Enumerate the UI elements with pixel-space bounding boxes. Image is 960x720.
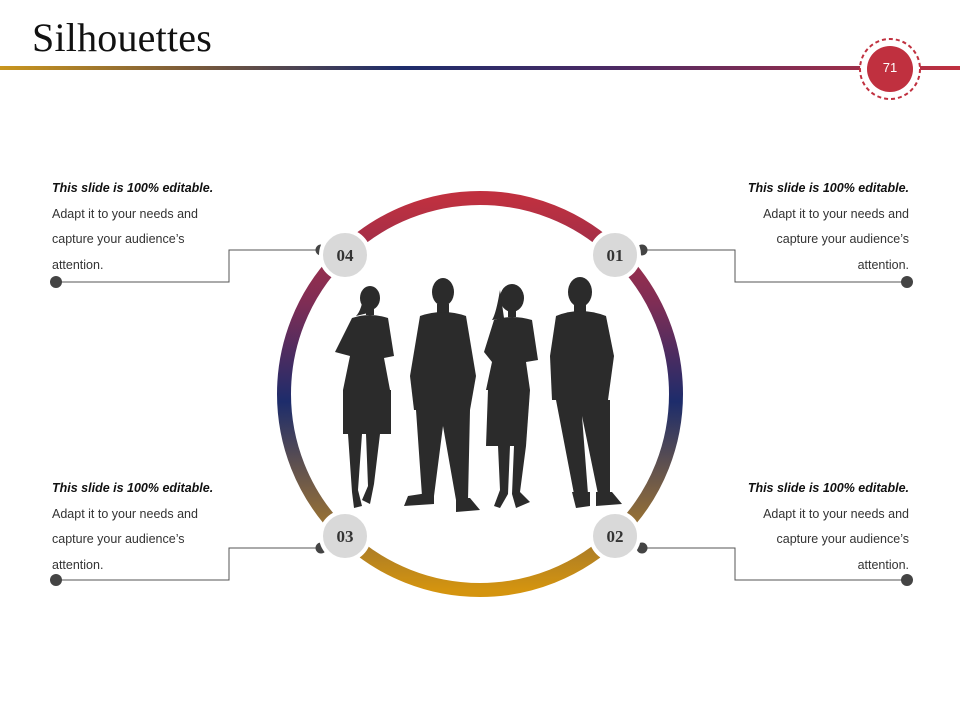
connectors [56,249,907,581]
text-heading-01: This slide is 100% editable. [747,181,909,195]
text-line: Adapt it to your needs and [52,506,198,521]
text-block-04: This slide is 100% editable. Adapt it to… [52,176,242,278]
page-number-badge [859,38,921,100]
step-marker-03: 03 [319,510,371,562]
step-marker-01: 01 [589,229,641,281]
step-marker-04: 04 [319,229,371,281]
connector-02 [642,547,907,581]
step-number-01: 01 [607,246,624,265]
text-block-01: This slide is 100% editable. Adapt it to… [719,176,909,278]
silhouette-man-right [550,277,622,508]
text-line: Adapt it to your needs and [763,206,909,221]
silhouette-man-left [404,278,480,512]
page-number: 71 [882,60,898,75]
text-heading-04: This slide is 100% editable. [52,181,214,195]
text-line: Adapt it to your needs and [763,506,909,521]
text-line: capture your audience’s [776,532,910,546]
text-heading-02: This slide is 100% editable. [747,481,909,495]
silhouette-woman-left [335,286,394,508]
slide-title: Silhouettes [32,15,212,60]
text-line: Adapt it to your needs and [52,206,198,221]
step-number-04: 04 [337,246,355,265]
text-line: attention. [857,257,909,272]
step-marker-02: 02 [589,510,641,562]
step-number-02: 02 [607,527,624,546]
connector-04 [56,249,323,283]
business-team-silhouette-icon [335,277,622,512]
silhouette-woman-right [484,284,538,508]
text-line: capture your audience’s [52,532,185,546]
step-number-03: 03 [337,527,354,546]
title-divider [0,66,960,70]
text-heading-03: This slide is 100% editable. [52,481,214,495]
text-block-02: This slide is 100% editable. Adapt it to… [719,476,909,578]
text-line: attention. [52,257,104,272]
text-line: attention. [52,557,104,572]
text-block-03: This slide is 100% editable. Adapt it to… [52,476,242,578]
cycle-ring [277,191,683,597]
text-line: capture your audience’s [776,232,910,246]
connector-01 [642,249,907,283]
text-line: capture your audience’s [52,232,185,246]
connector-03 [56,547,323,581]
text-line: attention. [857,557,909,572]
